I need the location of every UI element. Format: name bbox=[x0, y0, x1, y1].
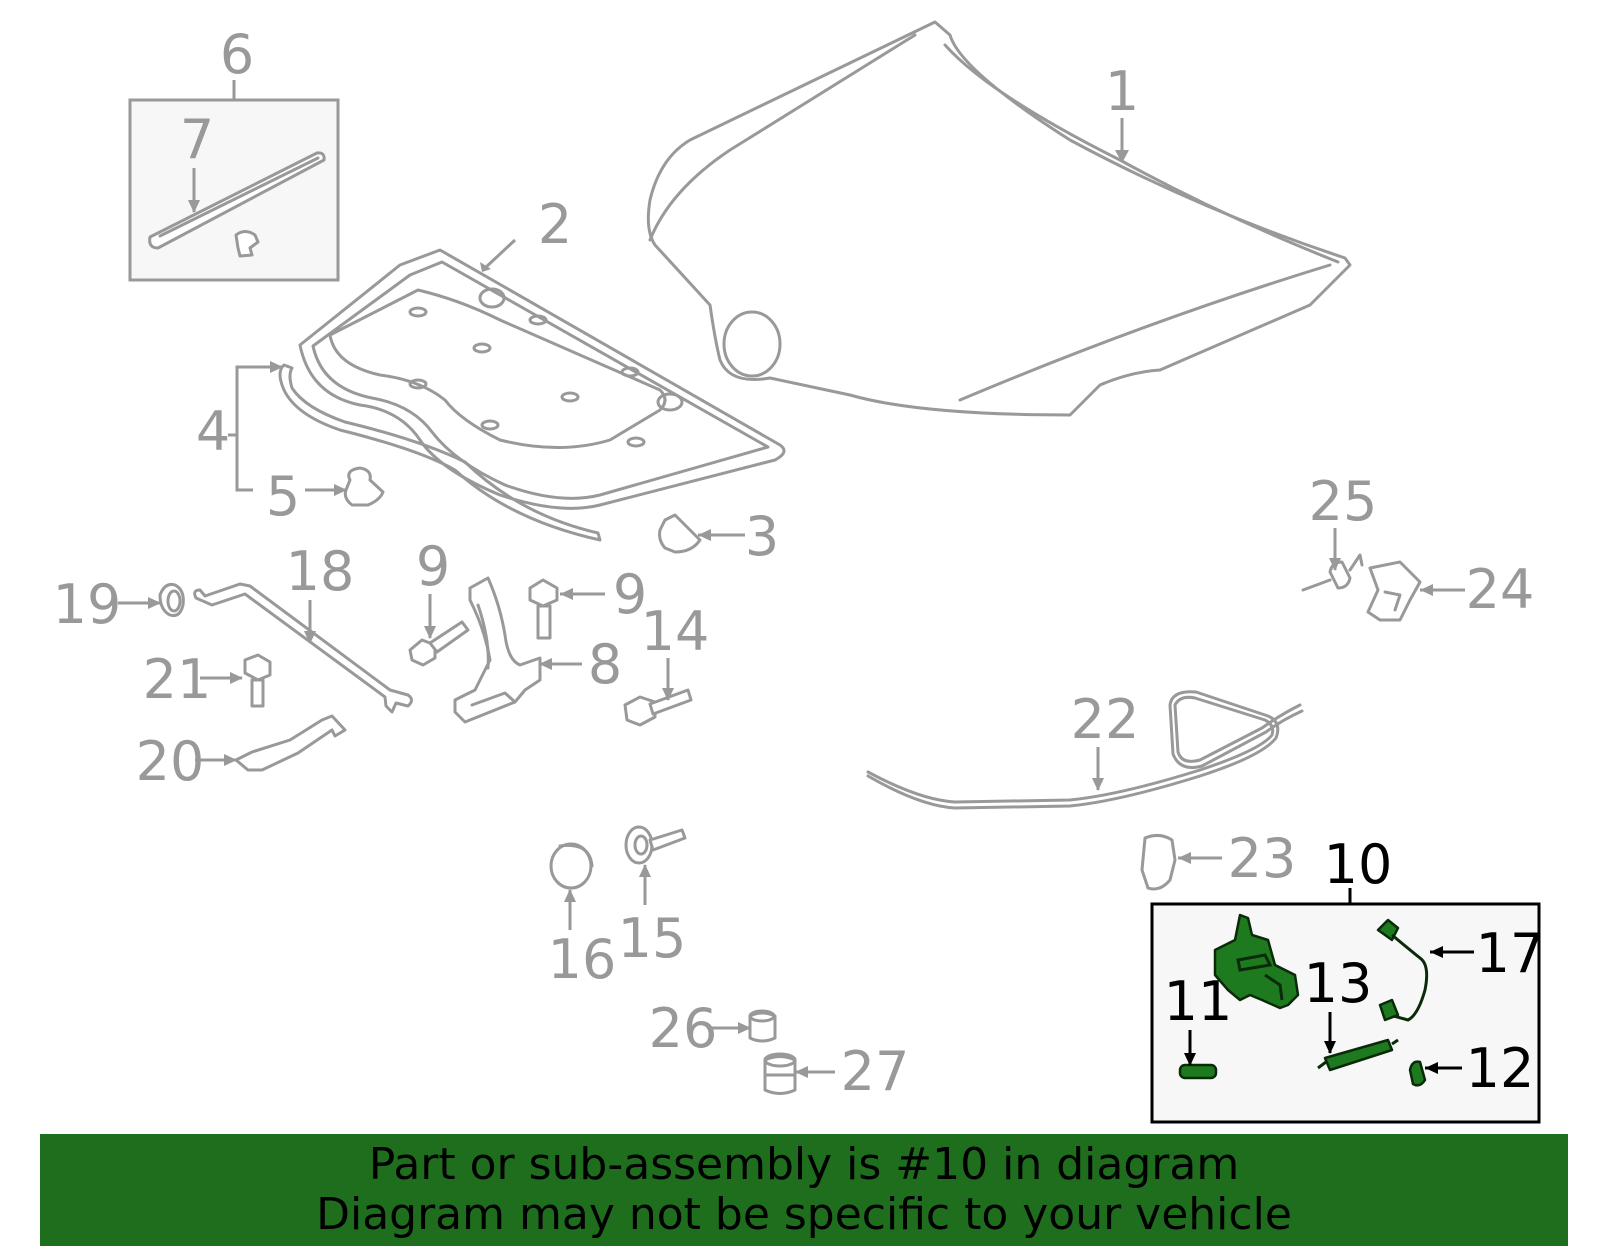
callout-6: 6 bbox=[220, 23, 254, 100]
callout-18: 18 bbox=[286, 540, 355, 644]
hood-part: 1 bbox=[646, 20, 1352, 417]
callout-8-label: 8 bbox=[588, 633, 622, 696]
callout-15-label: 15 bbox=[618, 907, 687, 970]
callout-19: 19 bbox=[53, 573, 161, 636]
holder-20-part: 20 bbox=[136, 714, 347, 793]
callout-7-label: 7 bbox=[180, 108, 214, 171]
callout-3-label: 3 bbox=[745, 505, 779, 568]
callout-18-label: 18 bbox=[286, 540, 355, 603]
callout-26: 26 bbox=[649, 997, 751, 1060]
callout-11: 11 bbox=[1164, 970, 1233, 1066]
cushion-27-part: 27 bbox=[763, 1040, 909, 1103]
callout-17: 17 bbox=[1430, 922, 1544, 985]
callout-9a-label: 9 bbox=[416, 535, 450, 598]
callout-27: 27 bbox=[795, 1040, 909, 1103]
callout-27-label: 27 bbox=[841, 1040, 910, 1103]
bolt-14-part: 14 bbox=[623, 600, 710, 727]
release-cable-22-part: 22 bbox=[866, 688, 1304, 810]
spring-13-part: 13 bbox=[1304, 952, 1399, 1072]
bracket-25-part: 25 bbox=[1301, 470, 1378, 592]
callout-2-label: 2 bbox=[538, 193, 572, 256]
callout-14-label: 14 bbox=[641, 600, 710, 663]
plug-16-part: 16 bbox=[548, 842, 617, 991]
clip-5-part: 5 bbox=[266, 465, 385, 528]
part-11: 11 bbox=[1164, 970, 1233, 1080]
callout-10: 10 bbox=[1324, 833, 1393, 904]
inset-10-highlighted[interactable]: 10 17 11 bbox=[1150, 833, 1544, 1124]
callout-1: 1 bbox=[1105, 60, 1139, 163]
callout-24: 24 bbox=[1420, 558, 1534, 621]
banner-line-2: Diagram may not be specific to your vehi… bbox=[316, 1189, 1292, 1240]
callout-22: 22 bbox=[1071, 688, 1140, 791]
callout-2: 2 bbox=[480, 193, 572, 272]
callout-23-label: 23 bbox=[1228, 827, 1297, 890]
callout-19-label: 19 bbox=[53, 573, 122, 636]
callout-4: 4 bbox=[196, 361, 283, 492]
stopper-15-part: 15 bbox=[618, 825, 687, 970]
callout-16: 16 bbox=[548, 889, 617, 991]
callout-26-label: 26 bbox=[649, 997, 718, 1060]
grommet-19-part: 19 bbox=[53, 573, 185, 636]
callout-24-label: 24 bbox=[1466, 558, 1535, 621]
callout-15: 15 bbox=[618, 864, 687, 970]
hood-lock-part bbox=[1213, 913, 1300, 1010]
callout-4-label: 4 bbox=[196, 400, 230, 463]
bolt-21-part: 21 bbox=[143, 648, 272, 711]
clip-23-part: 23 bbox=[1140, 827, 1296, 891]
callout-16-label: 16 bbox=[548, 928, 617, 991]
callout-5-label: 5 bbox=[266, 465, 300, 528]
striker-24-part: 24 bbox=[1366, 558, 1534, 622]
callout-23: 23 bbox=[1178, 827, 1296, 890]
callout-9a: 9 bbox=[416, 535, 450, 639]
callout-25-label: 25 bbox=[1309, 470, 1378, 533]
hood-insulator-part: 2 bbox=[298, 193, 786, 510]
callout-9b: 9 bbox=[560, 563, 647, 626]
hinge-8-part: 8 bbox=[453, 576, 622, 724]
callout-10-label: 10 bbox=[1324, 833, 1393, 896]
callout-21-label: 21 bbox=[143, 648, 212, 711]
callout-3: 3 bbox=[698, 505, 779, 568]
callout-14: 14 bbox=[641, 600, 710, 701]
callout-22-label: 22 bbox=[1071, 688, 1140, 751]
callout-8: 8 bbox=[539, 633, 622, 696]
callout-20-label: 20 bbox=[136, 730, 205, 793]
callout-11-label: 11 bbox=[1164, 970, 1233, 1033]
callout-25: 25 bbox=[1309, 470, 1378, 571]
callout-20: 20 bbox=[136, 730, 237, 793]
callout-13-label: 13 bbox=[1304, 952, 1373, 1015]
callout-1-label: 1 bbox=[1105, 60, 1139, 123]
callout-13: 13 bbox=[1304, 952, 1373, 1054]
inset-6: 6 7 bbox=[128, 23, 340, 282]
hood-rod-18-part: 18 bbox=[193, 540, 413, 714]
callout-5: 5 bbox=[266, 465, 347, 528]
cushion-26-part: 26 bbox=[649, 997, 777, 1060]
info-banner: Part or sub-assembly is #10 in diagram D… bbox=[40, 1134, 1568, 1246]
callout-17-label: 17 bbox=[1476, 922, 1545, 985]
callout-6-label: 6 bbox=[220, 23, 254, 86]
bolt-9b-part: 9 bbox=[528, 563, 647, 640]
callout-12-label: 12 bbox=[1466, 1037, 1535, 1100]
bumper-3-part: 3 bbox=[658, 505, 779, 568]
hood-seal-part: 4 bbox=[196, 361, 602, 542]
callout-21: 21 bbox=[143, 648, 243, 711]
callout-9b-label: 9 bbox=[613, 563, 647, 626]
callout-12: 12 bbox=[1425, 1037, 1534, 1100]
part-12: 12 bbox=[1408, 1037, 1534, 1100]
callout-7: 7 bbox=[180, 108, 214, 213]
banner-background bbox=[40, 1134, 1568, 1246]
cable-17-part: 17 bbox=[1376, 918, 1544, 1022]
banner-line-1: Part or sub-assembly is #10 in diagram bbox=[368, 1139, 1240, 1190]
bolt-9a-part: 9 bbox=[408, 535, 470, 667]
